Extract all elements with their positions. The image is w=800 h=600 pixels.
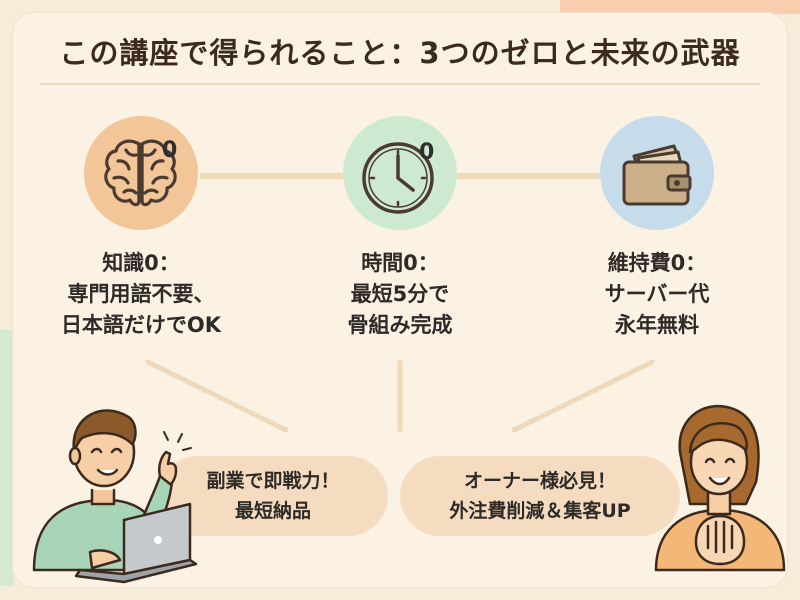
corner-accent-top-right xyxy=(560,0,800,14)
wallet-circle xyxy=(600,116,714,230)
pill-line: オーナー様必見！ xyxy=(463,470,616,492)
feature-caption-maintenance: 維持費0： サーバー代 永年無料 xyxy=(537,248,777,341)
feature-caption-knowledge: 知識0： 専門用語不要、 日本語だけでOK xyxy=(21,248,261,341)
connector-line xyxy=(200,173,345,179)
audience-pill-owner: オーナー様必見！ 外注費削減＆集客UP xyxy=(400,456,680,536)
caption-line: 時間0： xyxy=(361,251,439,275)
caption-line: 骨組み完成 xyxy=(347,313,453,337)
clock-icon xyxy=(362,142,434,214)
corner-accent-left xyxy=(0,330,14,600)
woman-clasped-hands-icon xyxy=(654,404,786,572)
wallet-icon xyxy=(622,144,692,206)
caption-line: 最短5分で xyxy=(350,282,450,306)
caption-line: 知識0： xyxy=(102,251,180,275)
caption-line: 日本語だけでOK xyxy=(60,313,222,337)
title-divider xyxy=(40,83,760,85)
caption-line: 維持費0： xyxy=(607,251,707,275)
caption-line: 専門用語不要、 xyxy=(67,282,215,306)
audience-pill-side-job: 副業で即戦力！ 最短納品 xyxy=(158,456,388,536)
brain-icon xyxy=(104,139,177,207)
zero-badge: 0 xyxy=(162,138,178,163)
clock-circle: 0 xyxy=(343,116,457,230)
feature-caption-time: 時間0： 最短5分で 骨組み完成 xyxy=(280,248,520,341)
brain-circle: 0 xyxy=(84,116,198,230)
page-title: この講座で得られること：3つのゼロと未来の武器 xyxy=(59,36,741,70)
zero-badge: 0 xyxy=(419,140,435,165)
pill-line: 外注費削減＆集客UP xyxy=(449,500,631,522)
pill-line: 副業で即戦力！ xyxy=(206,470,340,492)
caption-line: サーバー代 xyxy=(604,282,710,306)
pill-line: 最短納品 xyxy=(234,500,311,522)
connector-line xyxy=(455,173,600,179)
corner-accent-bottom xyxy=(0,586,800,600)
caption-line: 永年無料 xyxy=(615,313,699,337)
man-with-laptop-icon xyxy=(32,409,198,584)
